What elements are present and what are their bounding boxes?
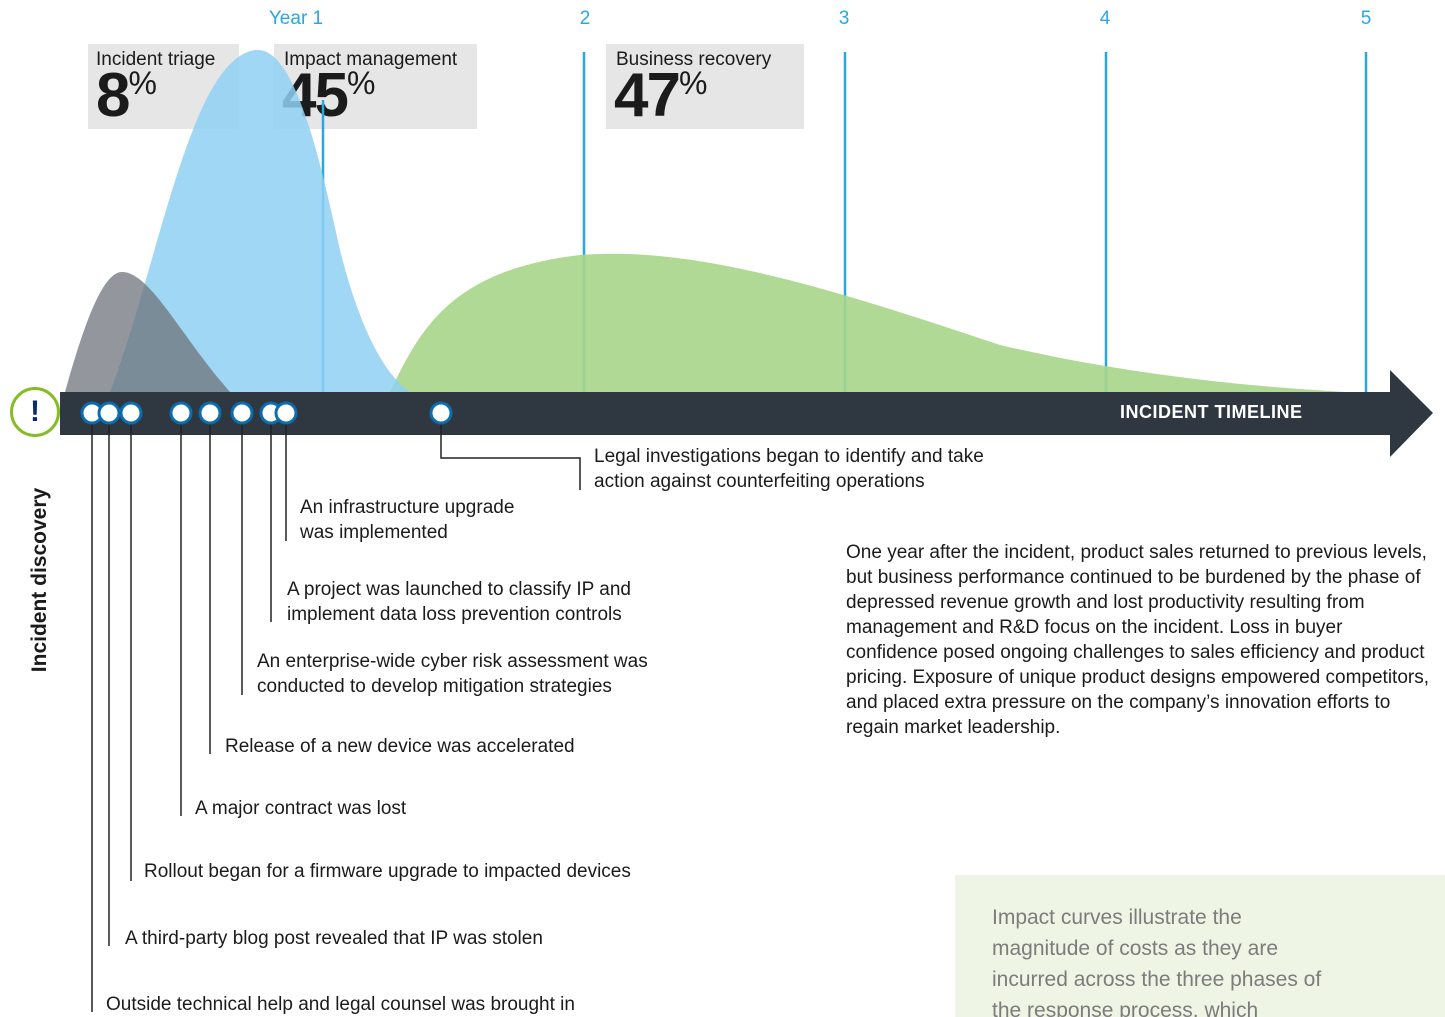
- phase-pct-recovery: 47%: [614, 61, 708, 130]
- event-ip-project: A project was launched to classify IP an…: [287, 579, 631, 625]
- incident-timeline-label: INCIDENT TIMELINE: [1120, 402, 1303, 422]
- year-label-1: Year 1: [268, 8, 324, 29]
- event-contract: A major contract was lost: [195, 798, 407, 819]
- note-text: Impact curves illustrate the magnitude o…: [992, 906, 1322, 1017]
- event-blog: A third-party blog post revealed that IP…: [125, 928, 543, 949]
- marker-risk-assessment: [230, 401, 254, 425]
- incident-discovery-label: Incident discovery: [28, 487, 51, 673]
- marker-legal: [429, 401, 453, 425]
- year-label-2: 2: [579, 8, 591, 29]
- phase-name-recovery: Business recovery: [616, 49, 772, 70]
- timeline-arrow: [60, 370, 1433, 457]
- alert-icon: !: [10, 387, 60, 437]
- summary-paragraph: One year after the incident, product sal…: [846, 542, 1429, 738]
- phase-box-recovery: Business recovery 47%: [606, 44, 804, 130]
- impact-curve: [110, 49, 410, 393]
- year-label-4: 4: [1099, 8, 1111, 29]
- marker-blog: [97, 401, 121, 425]
- marker-infrastructure: [274, 401, 298, 425]
- phase-pct-triage: 8%: [96, 61, 157, 130]
- event-outside-help: Outside technical help and legal counsel…: [106, 994, 575, 1015]
- marker-new-device: [198, 401, 222, 425]
- leader-legal: [440, 413, 581, 490]
- marker-contract: [169, 401, 193, 425]
- phase-name-triage: Incident triage: [96, 49, 216, 70]
- year-label-3: 3: [838, 8, 850, 29]
- event-new-device: Release of a new device was accelerated: [225, 736, 575, 757]
- recovery-curve: [390, 253, 1345, 392]
- event-risk-assessment: An enterprise-wide cyber risk assessment…: [257, 651, 648, 697]
- triage-curve: [65, 272, 230, 392]
- year-label-5: 5: [1360, 8, 1372, 29]
- phase-name-impact: Impact management: [284, 49, 458, 70]
- note-box: Impact curves illustrate the magnitude o…: [955, 875, 1445, 1017]
- marker-firmware: [119, 401, 143, 425]
- phase-box-impact: Impact management 45%: [274, 44, 477, 130]
- event-firmware: Rollout began for a firmware upgrade to …: [144, 861, 631, 882]
- alert-mark: !: [30, 395, 40, 428]
- event-legal: Legal investigations began to identify a…: [594, 446, 984, 492]
